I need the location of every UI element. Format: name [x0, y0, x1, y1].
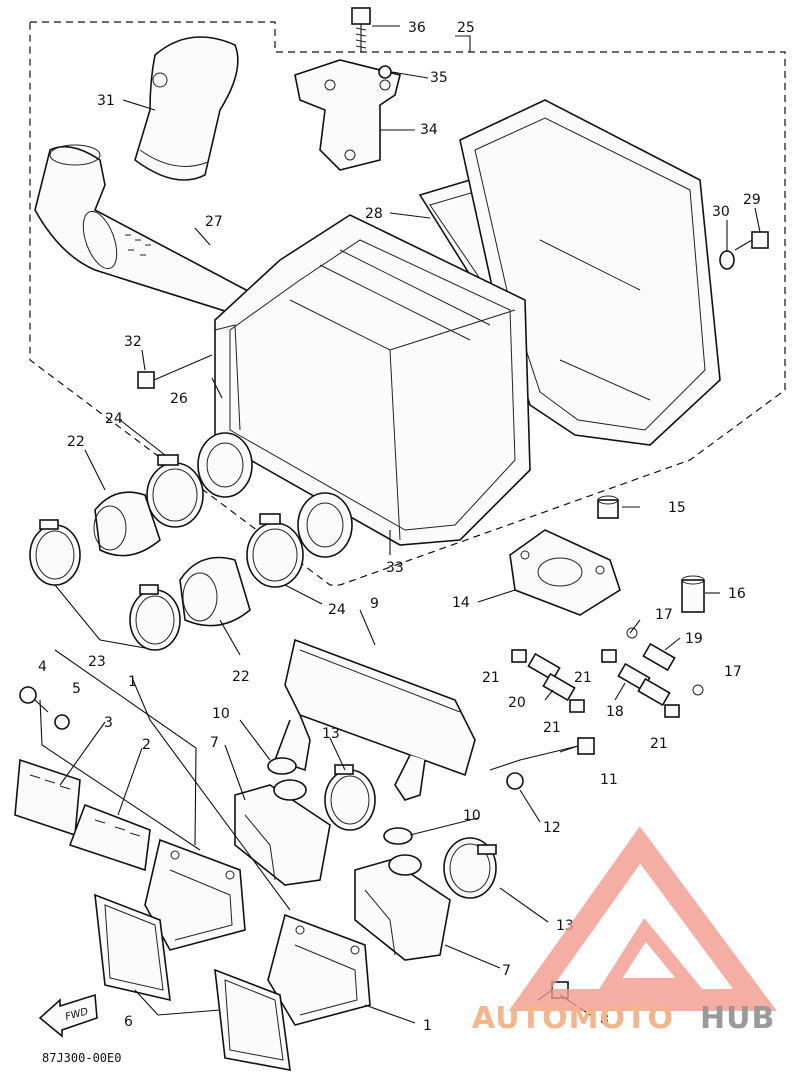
part-26-airbox — [214, 214, 531, 546]
callout-4: 4 — [38, 659, 47, 675]
part-14-manifold — [509, 529, 621, 616]
part-9-silencer — [273, 638, 476, 801]
callout-2: 2 — [142, 737, 151, 753]
callout-12: 12 — [543, 820, 561, 836]
callout-21-d: 21 — [650, 736, 668, 752]
callout-27: 27 — [205, 214, 223, 230]
callout-22-lower: 22 — [232, 669, 250, 685]
callout-1-lower: 1 — [423, 1018, 432, 1034]
callout-33: 33 — [386, 560, 404, 576]
watermark-logo — [508, 826, 777, 1011]
callout-29: 29 — [743, 192, 761, 208]
callout-26: 26 — [170, 391, 188, 407]
part-31-duct — [134, 36, 239, 181]
callout-25: 25 — [457, 20, 475, 36]
part-22-joint-lower — [179, 556, 251, 627]
callout-6: 6 — [124, 1014, 133, 1030]
callout-30: 30 — [712, 204, 730, 220]
callout-24-lower: 24 — [328, 602, 346, 618]
callout-22-upper: 22 — [67, 434, 85, 450]
callout-36: 36 — [408, 20, 426, 36]
callout-17-lower: 17 — [724, 664, 742, 680]
callout-34: 34 — [420, 122, 438, 138]
callout-31: 31 — [97, 93, 115, 109]
callout-1-upper: 1 — [128, 674, 137, 690]
callout-18: 18 — [606, 704, 624, 720]
callout-23: 23 — [88, 654, 106, 670]
part-fittings-hoses — [511, 627, 704, 718]
callout-21-c: 21 — [543, 720, 561, 736]
leader-lines — [39, 25, 761, 1024]
part-5-washer — [54, 714, 70, 730]
callout-19: 19 — [685, 631, 703, 647]
part-30-washer — [719, 250, 735, 270]
part-32-bolt — [137, 354, 213, 389]
callout-9: 9 — [370, 596, 379, 612]
callout-17-upper: 17 — [655, 607, 673, 623]
callout-21-b: 21 — [574, 670, 592, 686]
callout-11: 11 — [600, 772, 618, 788]
callout-5: 5 — [72, 681, 81, 697]
watermark-text-part2: HUB — [700, 1001, 775, 1036]
part-33-boots — [197, 432, 353, 558]
part-4-bolt — [19, 686, 49, 713]
part-22-joint-upper — [93, 491, 161, 557]
part-13-clamp-lower — [443, 837, 497, 899]
callout-labels: 36 25 35 31 34 27 28 30 29 32 26 24 22 3… — [38, 20, 761, 1034]
part-36-bolt — [351, 7, 371, 52]
watermark-text-part1: AUTOMOTO — [472, 1001, 674, 1036]
part-16-sleeve — [681, 575, 705, 613]
callout-8: 8 — [600, 1012, 609, 1028]
callout-7-lower: 7 — [502, 963, 511, 979]
callout-14: 14 — [452, 595, 470, 611]
part-6-gasket-upper — [94, 893, 171, 1002]
part-12-nut — [506, 772, 524, 790]
part-23-clamp-upper — [29, 519, 81, 586]
callout-20: 20 — [508, 695, 526, 711]
callout-10-upper: 10 — [212, 706, 230, 722]
part-23-clamp-lower — [129, 584, 181, 651]
callout-16: 16 — [728, 586, 746, 602]
part-24-clamp-lower — [246, 513, 304, 588]
part-7-manifold-lower — [354, 854, 451, 961]
callout-3: 3 — [104, 715, 113, 731]
assembly-boundary-dashed — [29, 21, 786, 586]
part-1-reed-valve-lower — [267, 913, 371, 1026]
callout-24-upper: 24 — [105, 411, 123, 427]
part-13-clamp-upper — [324, 764, 376, 831]
callout-15: 15 — [668, 500, 686, 516]
callout-10-lower: 10 — [463, 808, 481, 824]
part-15-cap — [597, 495, 619, 519]
part-10-ring-upper — [267, 757, 297, 775]
part-24-clamp-upper — [146, 454, 204, 528]
drawing-code: 87J300-00E0 — [42, 1051, 121, 1065]
part-7-manifold-upper — [234, 779, 331, 886]
part-2-stopper — [68, 803, 151, 872]
part-6-gasket-lower — [214, 968, 291, 1071]
callout-28: 28 — [365, 206, 383, 222]
callout-32: 32 — [124, 334, 142, 350]
part-29-bolt — [734, 231, 769, 251]
callout-21-a: 21 — [482, 670, 500, 686]
part-1-reed-valve-upper — [144, 838, 246, 951]
fwd-arrow: FWD — [38, 993, 98, 1038]
part-35-nut — [378, 65, 392, 79]
part-10-ring-lower — [383, 827, 413, 845]
callout-35: 35 — [430, 70, 448, 86]
callout-7-upper: 7 — [210, 735, 219, 751]
callout-13-upper: 13 — [322, 726, 340, 742]
